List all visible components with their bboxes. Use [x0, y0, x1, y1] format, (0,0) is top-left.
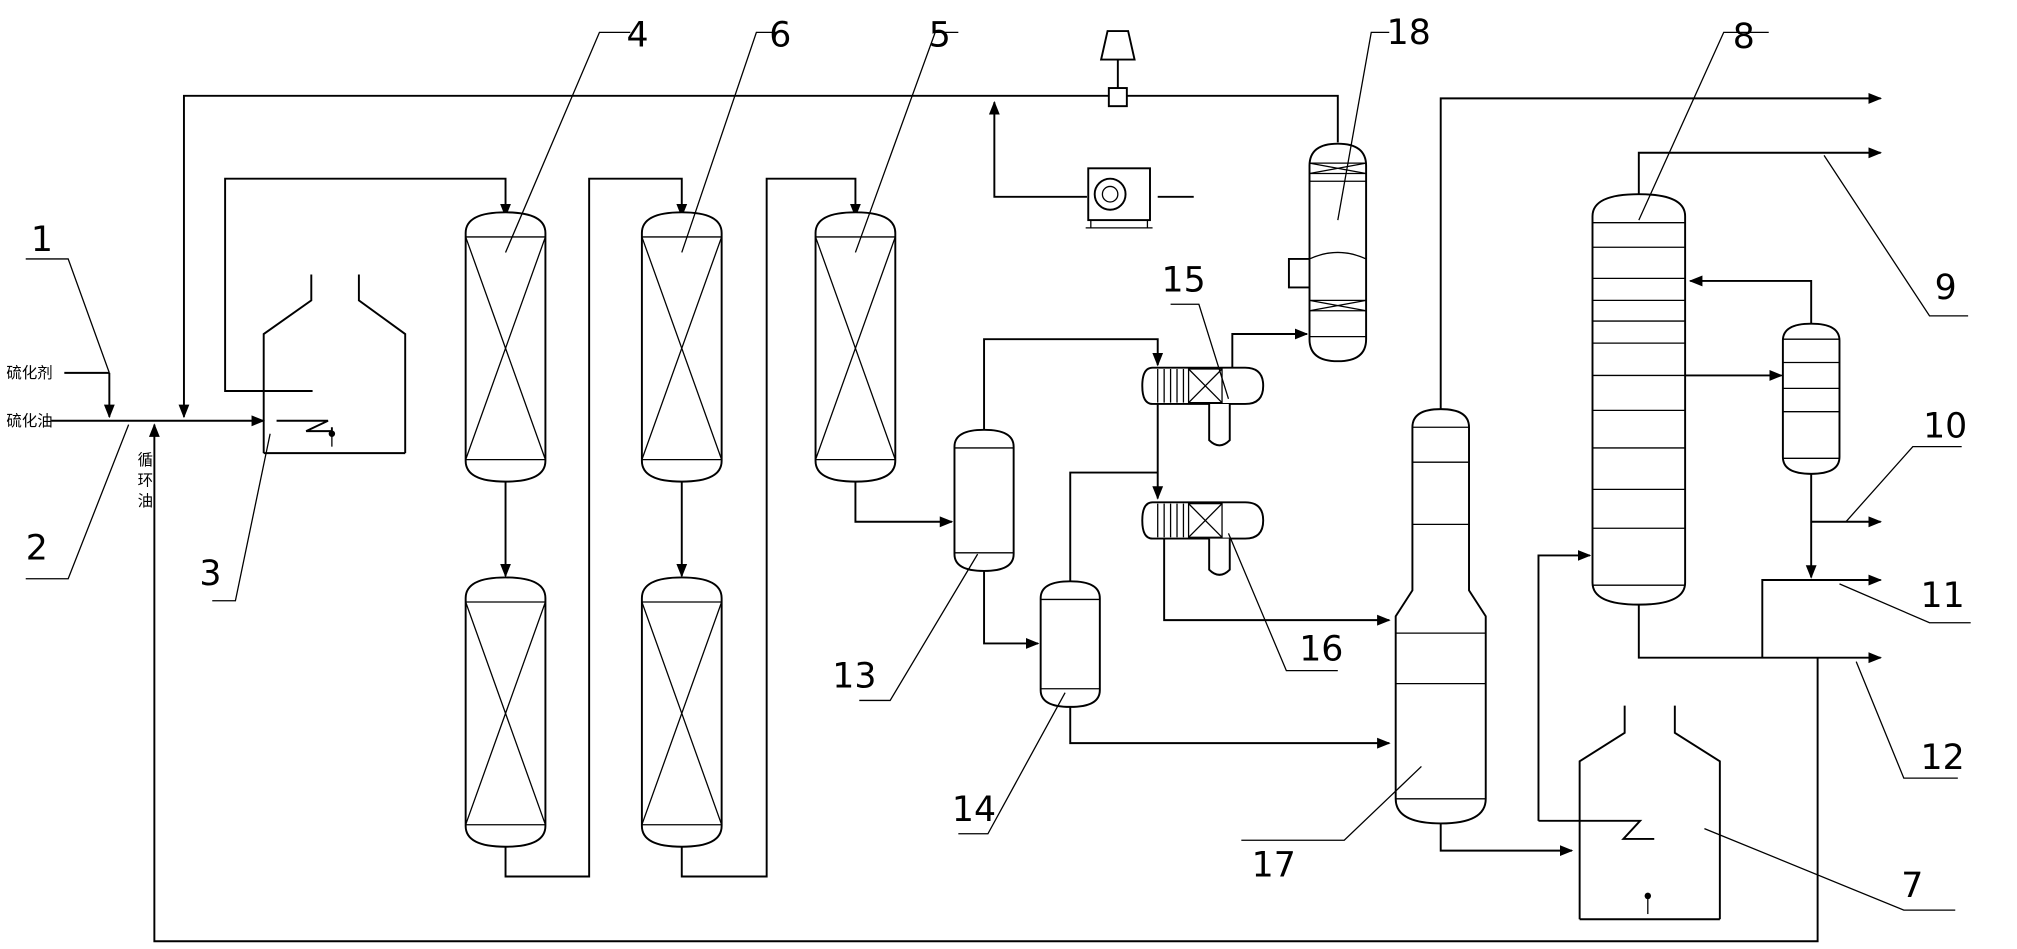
recycle-oil-line: [148, 423, 1819, 943]
absorber-18: [1287, 142, 1368, 363]
reactor-4-lower: [464, 576, 547, 848]
label-17: 17: [1252, 845, 1296, 885]
reactor-6-lower: [640, 576, 723, 848]
line-14-to-16: [1069, 471, 1158, 582]
line-3-to-4: [224, 177, 511, 392]
line-17-overhead: [1439, 92, 1882, 410]
side-stripper: [1781, 322, 1841, 475]
fractionator-8: [1591, 193, 1687, 606]
line-5-to-13: [854, 481, 954, 528]
line-16-to-17: [1163, 538, 1391, 626]
line-13-to-15: [983, 338, 1164, 430]
label-6: 6: [769, 16, 791, 56]
pressure-gauge: [1099, 30, 1136, 108]
label-2: 2: [26, 528, 48, 568]
sulfiding-agent-label: 硫化剂: [6, 364, 52, 382]
line-4-to-6: [504, 177, 688, 878]
label-12: 12: [1921, 738, 1965, 778]
label-7: 7: [1901, 866, 1923, 906]
label-8: 8: [1733, 17, 1755, 57]
number-labels: 1 2 3 4 5 6 7 8 9 10 11 12 13 14 15 16 1…: [26, 13, 1968, 906]
leader-lines: [25, 31, 1971, 911]
label-11: 11: [1921, 576, 1965, 616]
recycle-oil-label-3: 油: [138, 492, 153, 510]
line-15-to-18: [1231, 328, 1309, 368]
sulfurized-oil-label: 硫化油: [6, 412, 52, 430]
reactor-6-upper: [640, 211, 723, 483]
heating-furnace-7: [1538, 705, 1721, 921]
exchanger-16: [1141, 501, 1265, 576]
separator-14: [1039, 580, 1101, 708]
line-7-to-8: [1537, 549, 1592, 821]
compressor: [1085, 167, 1153, 229]
label-13: 13: [832, 656, 876, 696]
recycle-oil-label-2: 环: [138, 471, 153, 489]
label-15: 15: [1162, 260, 1206, 300]
exchanger-15: [1141, 366, 1265, 447]
hydrogen-header: [178, 94, 1339, 419]
line-8-overhead: [1637, 147, 1882, 195]
separator-13: [953, 428, 1015, 572]
label-10: 10: [1923, 407, 1967, 447]
reactor-5: [814, 211, 897, 483]
line-6-to-5: [680, 177, 861, 878]
heating-furnace-3: [262, 274, 407, 455]
label-16: 16: [1299, 629, 1343, 669]
recycle-oil-label-1: 循: [138, 451, 153, 469]
line-product-11: [1761, 574, 1882, 658]
line-17-to-7: [1439, 823, 1574, 857]
feed-section: 硫化剂 硫化油 循 环 油: [6, 364, 266, 510]
line-sidestripper-return: [1688, 275, 1813, 324]
reactor-4-upper: [464, 211, 547, 483]
stripper-column-17: [1394, 408, 1487, 825]
label-9: 9: [1935, 268, 1957, 308]
label-5: 5: [929, 16, 951, 56]
label-14: 14: [952, 790, 996, 830]
label-4: 4: [626, 16, 648, 56]
label-18: 18: [1387, 13, 1431, 53]
label-1: 1: [31, 220, 53, 260]
line-8-bottoms: [1637, 604, 1882, 664]
line-14-to-17: [1069, 706, 1391, 749]
line-13-to-14: [983, 570, 1040, 649]
label-3: 3: [199, 554, 221, 594]
